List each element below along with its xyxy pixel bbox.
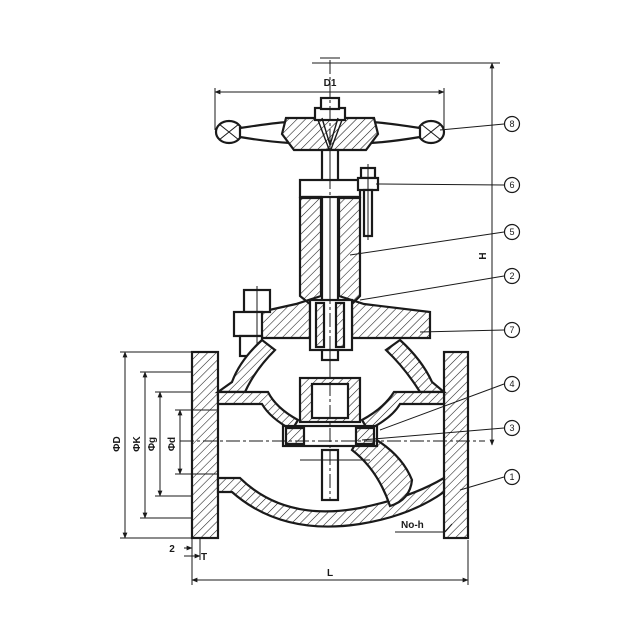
svg-text:3: 3	[509, 423, 514, 433]
svg-text:1: 1	[509, 472, 514, 482]
dim-2-label: 2	[169, 544, 175, 555]
handwheel	[214, 96, 446, 154]
part-balloon-6: 6	[503, 176, 521, 194]
part-balloon-1: 1	[503, 468, 521, 486]
part-balloon-4: 4	[503, 375, 521, 393]
svg-text:8: 8	[509, 119, 514, 129]
dim-k-label: ΦK	[132, 436, 143, 452]
dim-t-label: T	[201, 552, 207, 563]
dim-d1-label: D1	[324, 78, 337, 89]
dimension-lines	[120, 57, 500, 585]
dim-g-label: Φg	[147, 437, 158, 451]
svg-text:2: 2	[509, 271, 514, 281]
dim-d-label: ΦD	[112, 436, 123, 451]
valve-body	[190, 338, 470, 540]
svg-text:5: 5	[509, 227, 514, 237]
part-balloon-2: 2	[503, 267, 521, 285]
dim-l-label: L	[327, 568, 333, 579]
svg-text:4: 4	[509, 379, 514, 389]
part-balloon-8: 8	[503, 115, 521, 133]
part-balloon-5: 5	[503, 223, 521, 241]
svg-text:7: 7	[509, 325, 514, 335]
bolt-holes-label: No-h	[401, 520, 424, 531]
part-balloon-3: 3	[503, 419, 521, 437]
part-balloon-7: 7	[503, 321, 521, 339]
svg-text:6: 6	[509, 180, 514, 190]
dim-h-label: H	[478, 252, 489, 259]
balloon-leaders	[349, 123, 505, 491]
dim-d-small-label: Φd	[167, 437, 178, 451]
bonnet	[232, 196, 432, 360]
